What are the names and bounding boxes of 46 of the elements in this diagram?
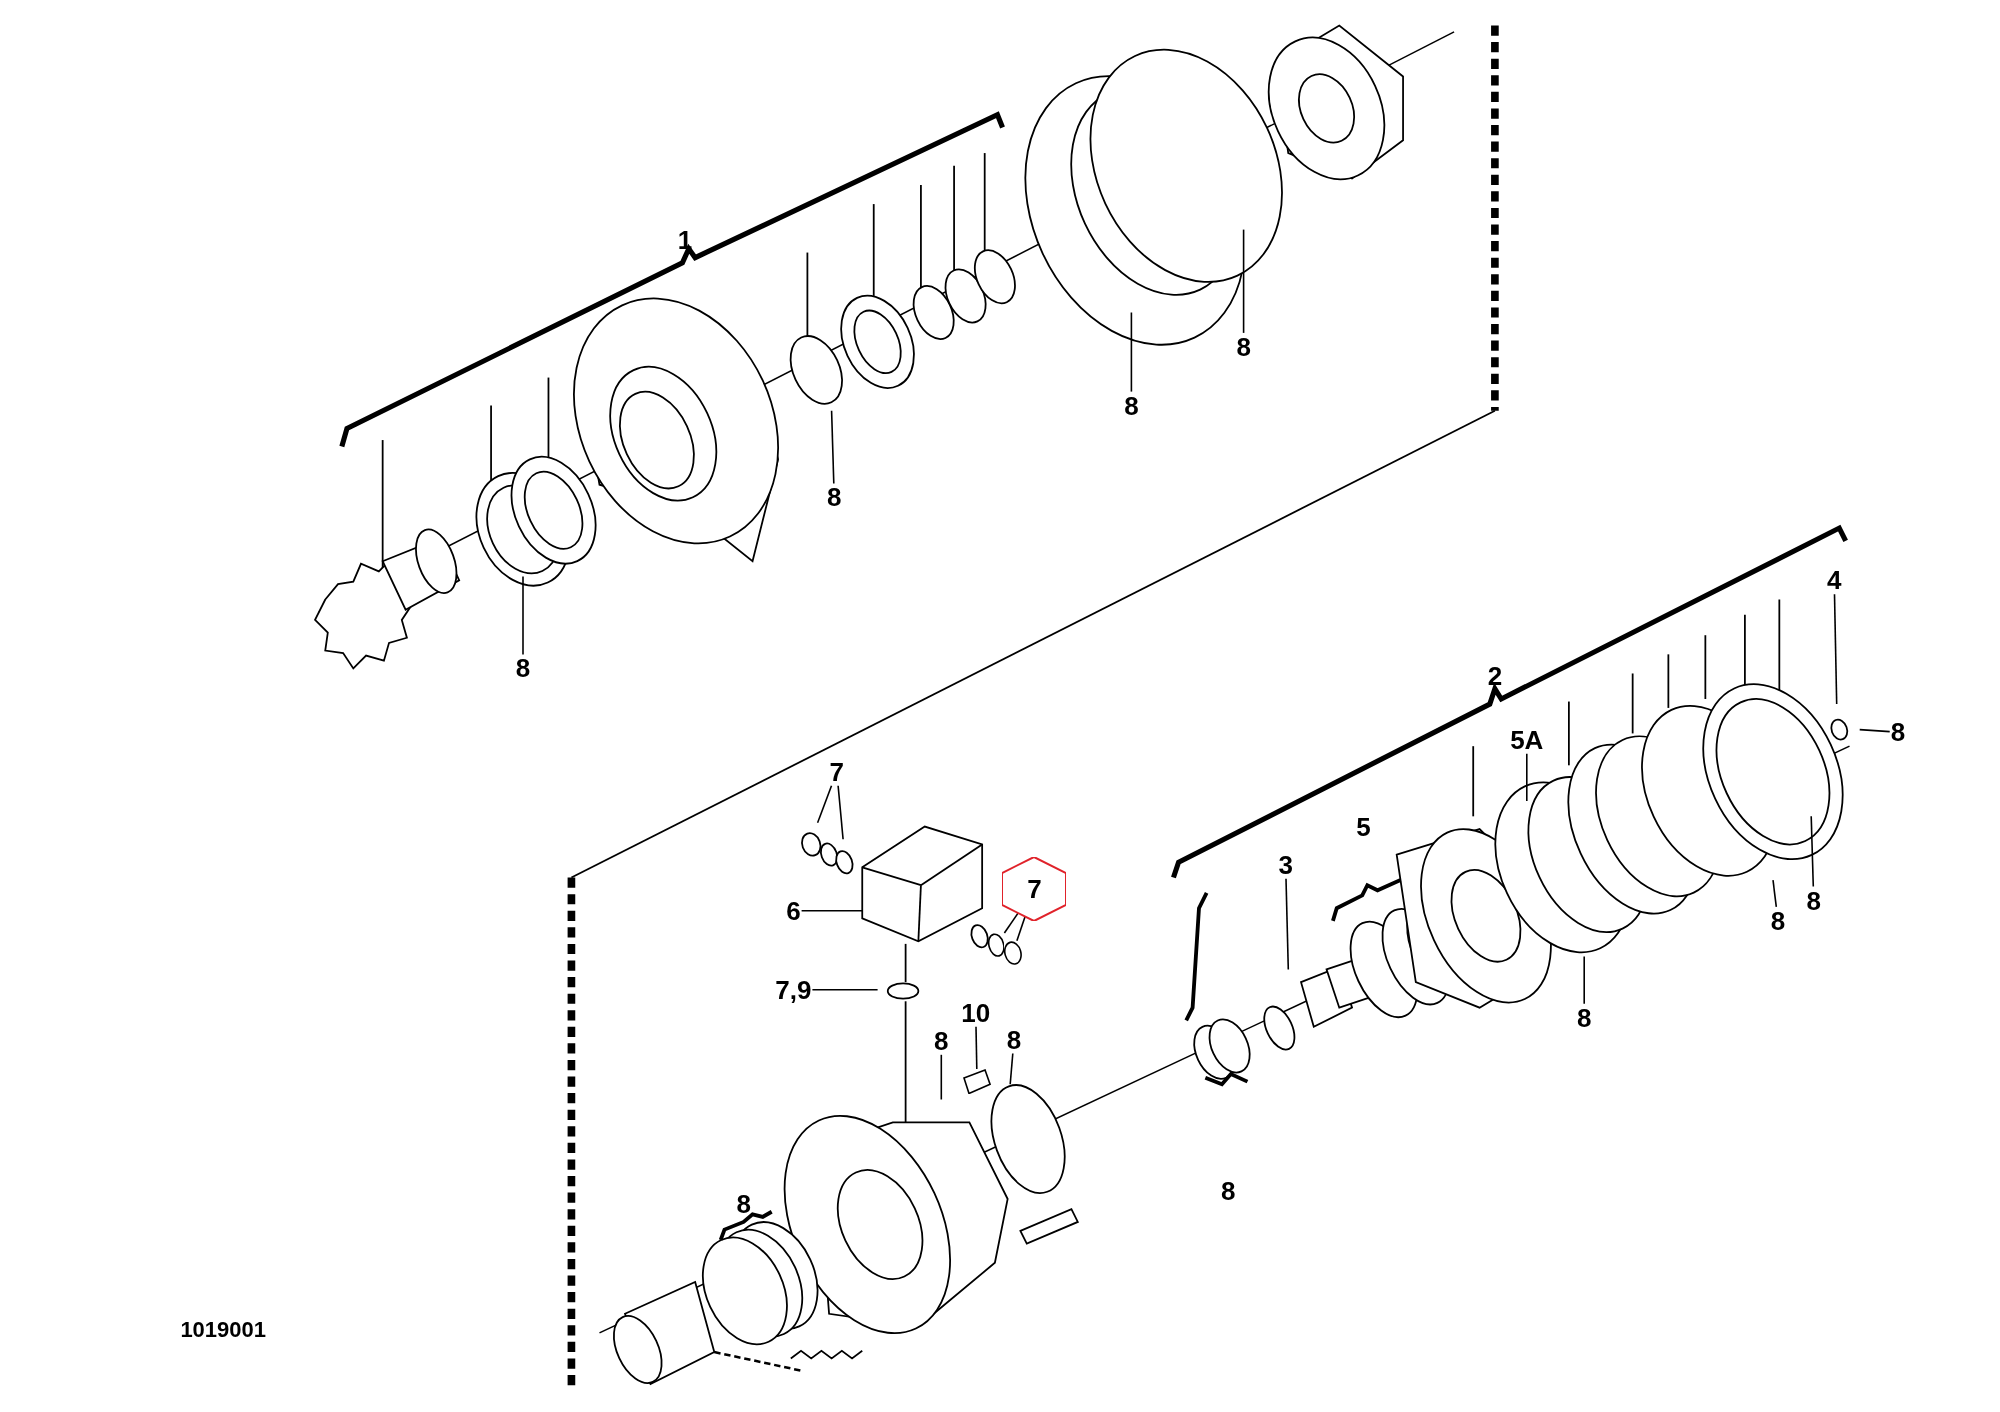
callout-number: 6	[785, 896, 802, 925]
callout-number: 8	[1575, 1003, 1593, 1032]
leader-line	[830, 409, 835, 485]
leader-line	[811, 989, 879, 991]
leader-line	[1285, 878, 1290, 971]
callout-number: 8	[1123, 391, 1140, 420]
leader-line	[1833, 593, 1838, 705]
leader-line	[837, 784, 844, 841]
callout-number: 8	[1805, 886, 1822, 915]
leader-line	[1526, 753, 1528, 802]
leader-line	[1003, 912, 1019, 934]
leader-line	[800, 909, 863, 912]
leader-line	[816, 784, 833, 824]
callout-number: 8	[514, 654, 532, 683]
callout-number: 8	[933, 1026, 950, 1055]
callout-number: 4	[1825, 566, 1843, 595]
callout-number: 8	[1235, 332, 1252, 361]
callout-number: 3	[1277, 850, 1294, 879]
callout-number: 8	[1220, 1177, 1237, 1206]
leader-line	[1130, 311, 1133, 393]
callout-number: 2	[1486, 662, 1504, 690]
callout-number: 8	[825, 483, 843, 512]
leader-line	[1810, 815, 1815, 888]
callout-number: 8	[1005, 1025, 1023, 1054]
callout-number: 7,9	[774, 975, 813, 1004]
callout-number: 10	[960, 998, 992, 1027]
callout-number: 5A	[1509, 725, 1545, 754]
callout-number: 8	[735, 1190, 752, 1219]
leader-line	[522, 575, 524, 656]
drawing-number: 1019001	[179, 1318, 268, 1343]
bolt-drawing	[963, 1068, 992, 1095]
callout-number: 7	[828, 757, 845, 786]
leader-line	[1242, 228, 1245, 334]
callout-number: 5	[1355, 812, 1372, 841]
leader-line	[1016, 915, 1026, 942]
leader-line	[940, 1054, 943, 1101]
leader-line	[1858, 728, 1891, 733]
leader-line	[975, 1026, 978, 1070]
sealing-ring	[987, 933, 1005, 958]
leader-line	[1009, 1052, 1014, 1085]
leader-line	[1583, 955, 1585, 1005]
callout-number: 8	[1889, 718, 1907, 747]
callout-number: 8	[1769, 906, 1787, 935]
sealing-ring	[1003, 940, 1022, 965]
leader-line	[1772, 879, 1778, 908]
highlighted-callout-number: 7	[1002, 857, 1067, 921]
